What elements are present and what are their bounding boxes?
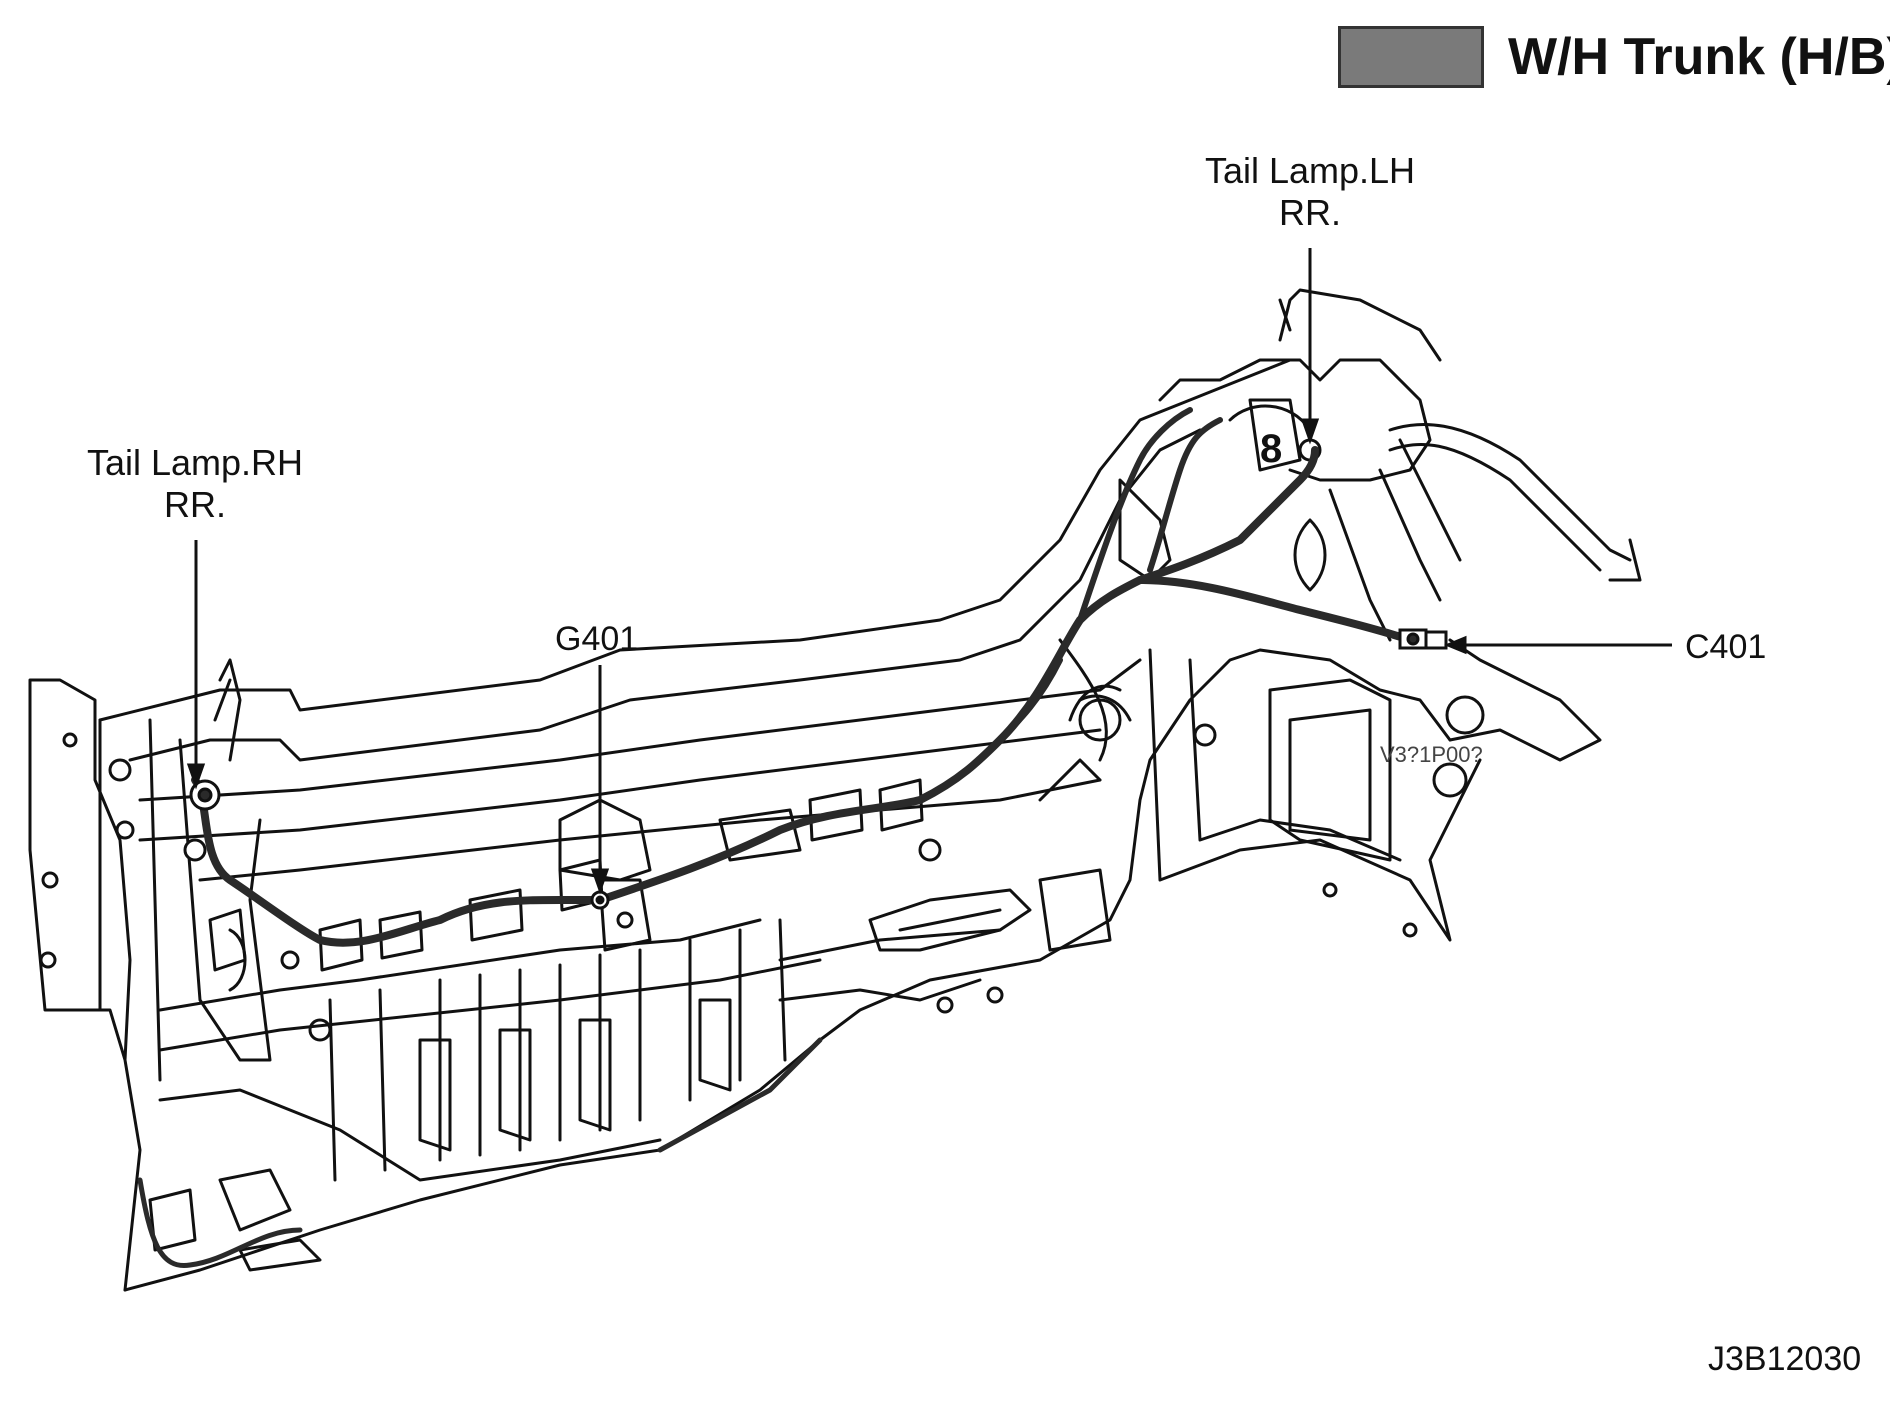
tail-lamp-rh-connector [183,779,221,862]
callout-g401: G401 [555,620,639,658]
tail-lamp-lh-line2: RR. [1279,192,1341,233]
legend-label: W/H Trunk (H/B) [1508,28,1890,86]
tail-lamp-rh-line2: RR. [164,484,226,525]
part-stamp: V3?1P00? [1380,742,1483,767]
svg-text:8: 8 [1260,427,1282,471]
leader-lines [186,248,1672,895]
callout-tail-lamp-rh: Tail Lamp.RH RR. [80,442,310,526]
callout-c401: C401 [1685,628,1767,666]
g401-ground-point [590,890,610,910]
legend-swatch [1338,26,1484,88]
tail-lamp-rh-line1: Tail Lamp.RH [86,442,304,483]
tail-lamp-lh-line1: Tail Lamp.LH [1204,150,1416,191]
body-outline: 8 [28,288,1642,1292]
trunk-harness [137,407,1414,1269]
c401-connector [1398,628,1448,650]
figure-code: J3B12030 [1708,1340,1862,1378]
callout-tail-lamp-lh: Tail Lamp.LH RR. [1195,150,1425,234]
